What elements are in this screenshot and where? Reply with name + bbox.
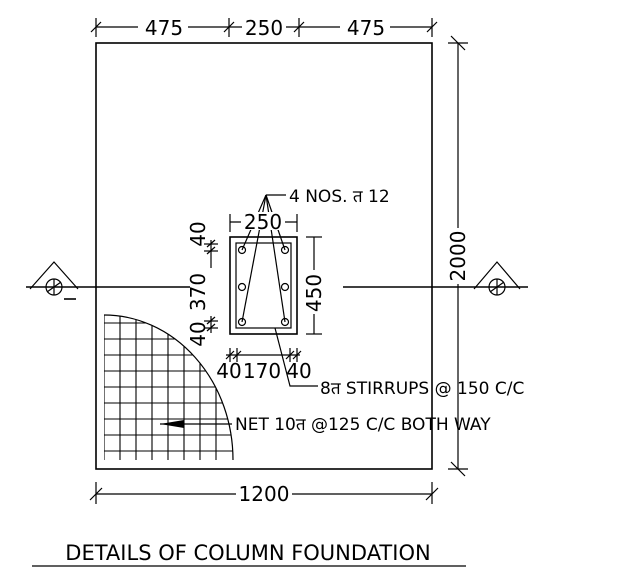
reinforcement-mesh	[103, 314, 234, 461]
dim-column-depth: 450	[302, 274, 326, 312]
main-bars-note: 4 NOS. त 12	[289, 187, 390, 207]
section-marker-left-icon	[29, 261, 79, 296]
stirrups-note: 8त STIRRUPS @ 150 C/C	[320, 379, 524, 399]
column-section	[229, 236, 298, 335]
dim-bottom-cover: 40	[216, 359, 241, 383]
dim-top-mid: 250	[245, 16, 283, 40]
column-depth-dimension	[305, 236, 323, 335]
dim-cover-c: 40	[286, 359, 311, 383]
right-dimension	[448, 35, 468, 477]
column-width-dimension	[229, 212, 298, 232]
mesh-note: NET 10त @125 C/C BOTH WAY	[235, 415, 491, 435]
footing-outline	[95, 42, 433, 470]
mesh-arrow-icon	[160, 420, 184, 428]
dim-cover-b: 40	[186, 321, 210, 346]
left-vertical-dimensions	[200, 239, 220, 333]
dim-overall-width: 1200	[239, 482, 290, 506]
section-marker-right-icon	[473, 261, 521, 296]
top-dimension	[90, 17, 438, 37]
drawing-title: DETAILS OF COLUMN FOUNDATION	[65, 541, 430, 565]
dim-inner-width: 170	[243, 359, 281, 383]
bottom-horizontal-dimensions	[225, 348, 302, 362]
dim-inner-depth: 370	[186, 273, 210, 311]
section-line	[26, 286, 528, 300]
dim-column-width: 250	[244, 210, 282, 234]
dim-cover-a: 40	[186, 221, 210, 246]
stirrup-leader	[274, 327, 318, 387]
dim-top-left: 475	[145, 16, 183, 40]
dim-overall-depth: 2000	[446, 231, 470, 282]
bottom-dimension	[89, 482, 439, 504]
dim-top-right: 475	[347, 16, 385, 40]
